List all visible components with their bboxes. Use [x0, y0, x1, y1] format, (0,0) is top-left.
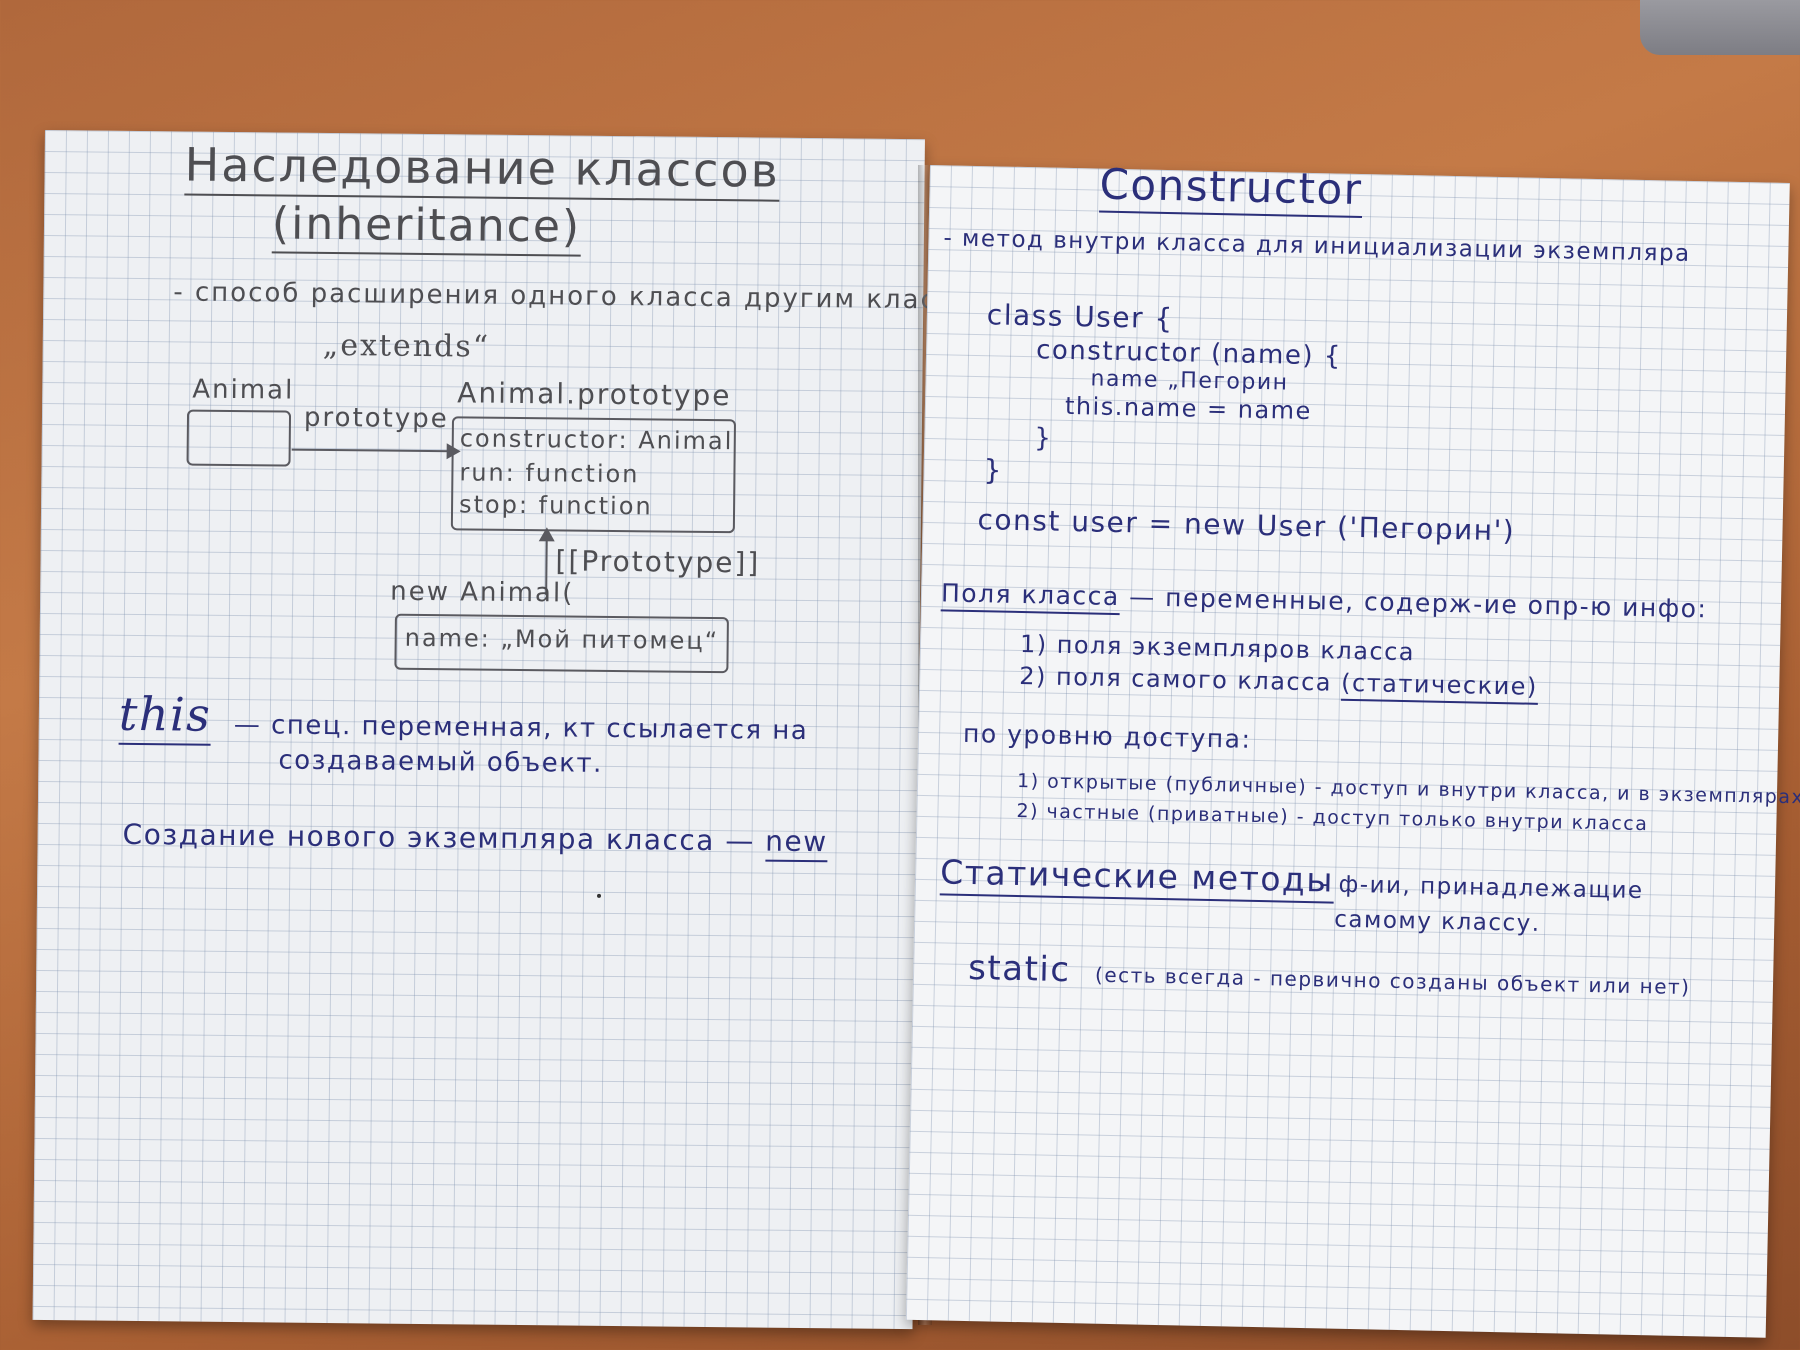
animal-label: Animal: [192, 374, 295, 406]
this-def-line2: создаваемый объект.: [278, 745, 603, 779]
static-def-1: - ф-ии, принадлежащие: [1319, 871, 1644, 905]
constructor-definition: - метод внутри класса для инициализации …: [943, 225, 1691, 267]
new-instance-label: new Animal(: [390, 576, 575, 609]
fields-item-2: 2) поля самого класса (статические): [1019, 661, 1539, 705]
code-line-3: name „Пегорин: [1090, 366, 1289, 396]
access-item-2: 2) частные (приватные) - доступ только в…: [1016, 799, 1649, 836]
this-term-text: this: [118, 686, 212, 746]
extends-keyword: „extends“: [322, 327, 491, 365]
right-title-text: Constructor: [1099, 159, 1363, 219]
this-def-line1: — спец. переменная, кт ссылается на: [233, 710, 809, 747]
notebook-page-left: Наследование классов (inheritance) - спо…: [32, 130, 993, 1330]
animal-box: [186, 409, 292, 467]
proto-row-stop: stop: function: [458, 490, 653, 521]
prototype-box-label: Animal.prototype: [457, 376, 732, 413]
title-paren-text: (inheritance): [271, 198, 582, 257]
new-line-text: Создание нового экземпляра класса —: [122, 817, 756, 858]
static-keyword: static: [967, 947, 1071, 991]
static-note: (есть всегда - первично созданы объект и…: [1094, 962, 1691, 1000]
static-line: static (есть всегда - первично созданы о…: [967, 947, 1691, 1000]
fields-item-2-text: 2) поля самого класса: [1019, 661, 1333, 697]
page-title: Наследование классов: [184, 137, 780, 202]
code-line-2: constructor (name) {: [1035, 335, 1343, 372]
new-line: Создание нового экземпляра класса — new: [122, 817, 828, 863]
title-paren: (inheritance): [271, 198, 582, 257]
fields-term: Поля класса: [940, 578, 1121, 616]
right-page-title: Constructor: [1099, 159, 1363, 219]
code-line-7: const user = new User ('Пегорин'): [977, 503, 1516, 548]
static-def-2: самому классу.: [1334, 906, 1541, 937]
proto-link-head: [538, 527, 555, 542]
definition-text: - способ расширения одного класса другим…: [173, 277, 993, 316]
prototype-arrow: [291, 448, 452, 453]
ink-dot: [596, 893, 602, 898]
new-keyword: new: [765, 824, 828, 863]
proto-row-run: run: function: [459, 458, 640, 489]
fields-item-1: 1) поля экземпляров класса: [1019, 629, 1416, 667]
proto-row-constructor: constructor: Animal: [459, 424, 734, 456]
title-text: Наследование классов: [184, 137, 780, 202]
access-heading: по уровню доступа:: [962, 718, 1252, 754]
proto-link-label: [[Prototype]]: [555, 544, 761, 580]
laptop-corner: [1640, 0, 1800, 55]
code-line-6: }: [983, 453, 1004, 487]
notebook-page-right: Constructor - метод внутри класса для ин…: [905, 159, 1800, 1338]
code-line-4: this.name = name: [1064, 391, 1313, 426]
fields-line: Поля класса — переменные, содерж-ие опр-…: [940, 578, 1708, 624]
instance-row: name: „Мой питомец“: [404, 623, 720, 656]
this-term: this: [118, 686, 212, 746]
static-methods-line: Статические методы: [939, 852, 1335, 904]
fields-static: (статические): [1340, 668, 1539, 705]
code-line-1: class User {: [986, 298, 1175, 336]
fields-def: — переменные, содерж-ие опр-ю инфо:: [1128, 582, 1708, 624]
prototype-arrow-label: prototype: [303, 402, 449, 435]
code-line-5: }: [1033, 423, 1053, 454]
static-term: Статические методы: [939, 852, 1335, 904]
